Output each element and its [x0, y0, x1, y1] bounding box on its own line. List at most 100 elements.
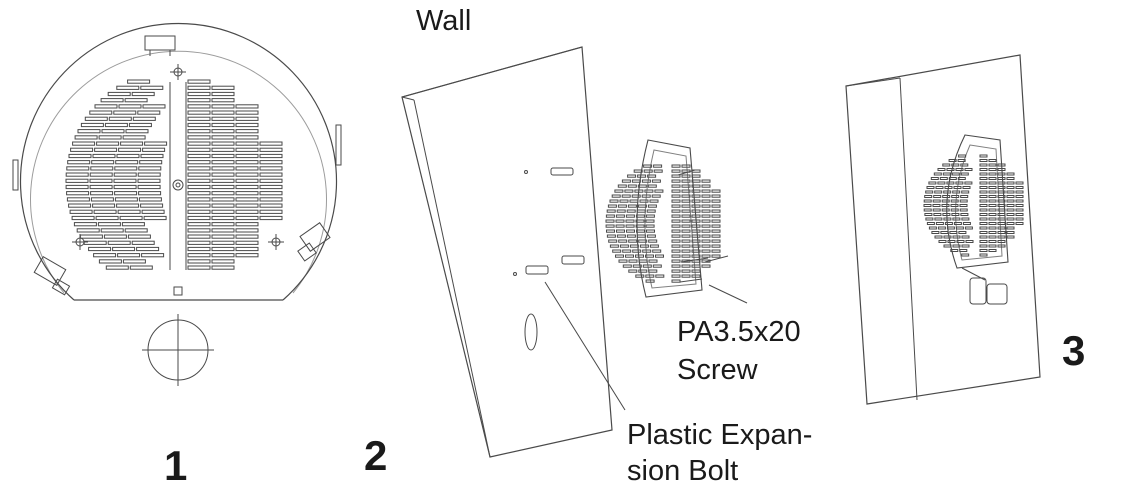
vent-slot — [988, 244, 997, 248]
vent-slot — [701, 264, 711, 268]
vent-slot — [187, 265, 211, 270]
mounting-bracket-front-view — [12, 22, 342, 386]
vent-slot — [997, 208, 1006, 212]
vent-slot — [979, 226, 988, 230]
vent-slot — [1006, 195, 1015, 198]
vent-slot — [101, 129, 125, 134]
vent-slot — [711, 194, 721, 198]
vent-slot — [654, 189, 664, 193]
vent-slot — [100, 98, 124, 103]
vent-slot — [979, 177, 988, 180]
vent-slot — [644, 189, 654, 193]
vent-slot — [691, 199, 701, 203]
vent-slot — [701, 194, 711, 198]
vent-slot — [625, 214, 635, 218]
vent-slot — [979, 249, 988, 252]
vent-slot — [958, 231, 967, 234]
vent-slot — [671, 259, 681, 263]
vent-slot — [979, 172, 988, 176]
vent-slot — [107, 240, 131, 245]
vent-slot — [960, 172, 969, 176]
vent-slot — [65, 184, 89, 190]
vent-slot — [108, 116, 132, 121]
vent-slot — [941, 208, 950, 212]
vent-slot — [671, 254, 681, 258]
vent-slot — [624, 189, 634, 193]
vent-slot — [960, 213, 969, 216]
vent-slot — [643, 164, 653, 168]
bolt-label-line2: sion Bolt — [627, 455, 739, 487]
vent-slot — [691, 264, 701, 268]
vent-slot — [211, 110, 235, 115]
vent-slot — [942, 195, 951, 198]
vent-slot — [187, 110, 211, 115]
vent-slot — [701, 204, 711, 208]
vent-slot — [925, 190, 934, 194]
vent-slot — [211, 91, 235, 97]
vent-slot — [988, 204, 997, 207]
vent-slot — [701, 189, 711, 193]
vent-slot — [681, 269, 691, 273]
vent-slot — [979, 154, 988, 158]
vent-slot — [934, 190, 943, 194]
vent-slot — [988, 172, 997, 176]
vent-slot — [97, 222, 121, 227]
vent-slot — [691, 249, 701, 253]
vent-slot — [187, 135, 211, 140]
vent-slot — [114, 166, 138, 171]
vent-slot — [628, 259, 638, 263]
vent-slot — [259, 153, 283, 159]
vent-slot — [988, 177, 997, 180]
vent-slot — [711, 189, 721, 193]
vent-slot — [606, 209, 616, 213]
vent-slot — [187, 98, 211, 103]
vent-slot — [941, 199, 950, 203]
vent-slot — [637, 204, 647, 208]
vent-slot — [187, 160, 211, 165]
vent-slot — [923, 204, 932, 207]
vent-slot — [259, 141, 283, 146]
vent-slot — [117, 209, 141, 214]
vent-slot — [90, 166, 114, 171]
vent-slot — [681, 174, 691, 178]
vent-slot — [1006, 235, 1015, 239]
vent-slot — [652, 249, 662, 253]
vent-slot — [1006, 222, 1015, 225]
vent-slot — [671, 274, 681, 278]
vent-slot — [653, 164, 663, 168]
vent-slot — [959, 199, 968, 203]
vent-slot — [137, 172, 161, 177]
vent-slot — [92, 203, 116, 208]
vent-slot — [952, 190, 961, 194]
vent-slot — [988, 163, 997, 167]
vent-slot — [127, 234, 151, 239]
vent-slot — [979, 208, 988, 212]
vent-slot — [953, 222, 962, 225]
vent-slot — [681, 204, 691, 208]
screw-label-line2: Screw — [677, 354, 758, 386]
vent-slot — [187, 172, 211, 177]
vent-slot — [951, 172, 960, 176]
vent-slot — [671, 214, 681, 218]
vent-slot — [636, 229, 645, 233]
vent-slot — [632, 264, 642, 268]
vent-slot — [235, 191, 259, 196]
vent-slot — [1006, 226, 1015, 230]
vent-slot — [691, 189, 701, 193]
vent-slot — [70, 147, 94, 152]
vent-slot — [951, 213, 960, 216]
vent-slot — [187, 129, 211, 134]
vent-slot — [92, 153, 116, 159]
vent-slot — [259, 191, 283, 196]
vent-slot — [691, 174, 701, 178]
vent-slot — [626, 234, 636, 238]
vent-slot — [187, 141, 211, 146]
vent-slot — [211, 160, 235, 165]
vent-slot — [946, 181, 955, 185]
vent-slot — [235, 122, 259, 128]
vent-slot — [69, 209, 93, 214]
vent-slot — [950, 199, 959, 203]
vent-slot — [72, 141, 96, 146]
